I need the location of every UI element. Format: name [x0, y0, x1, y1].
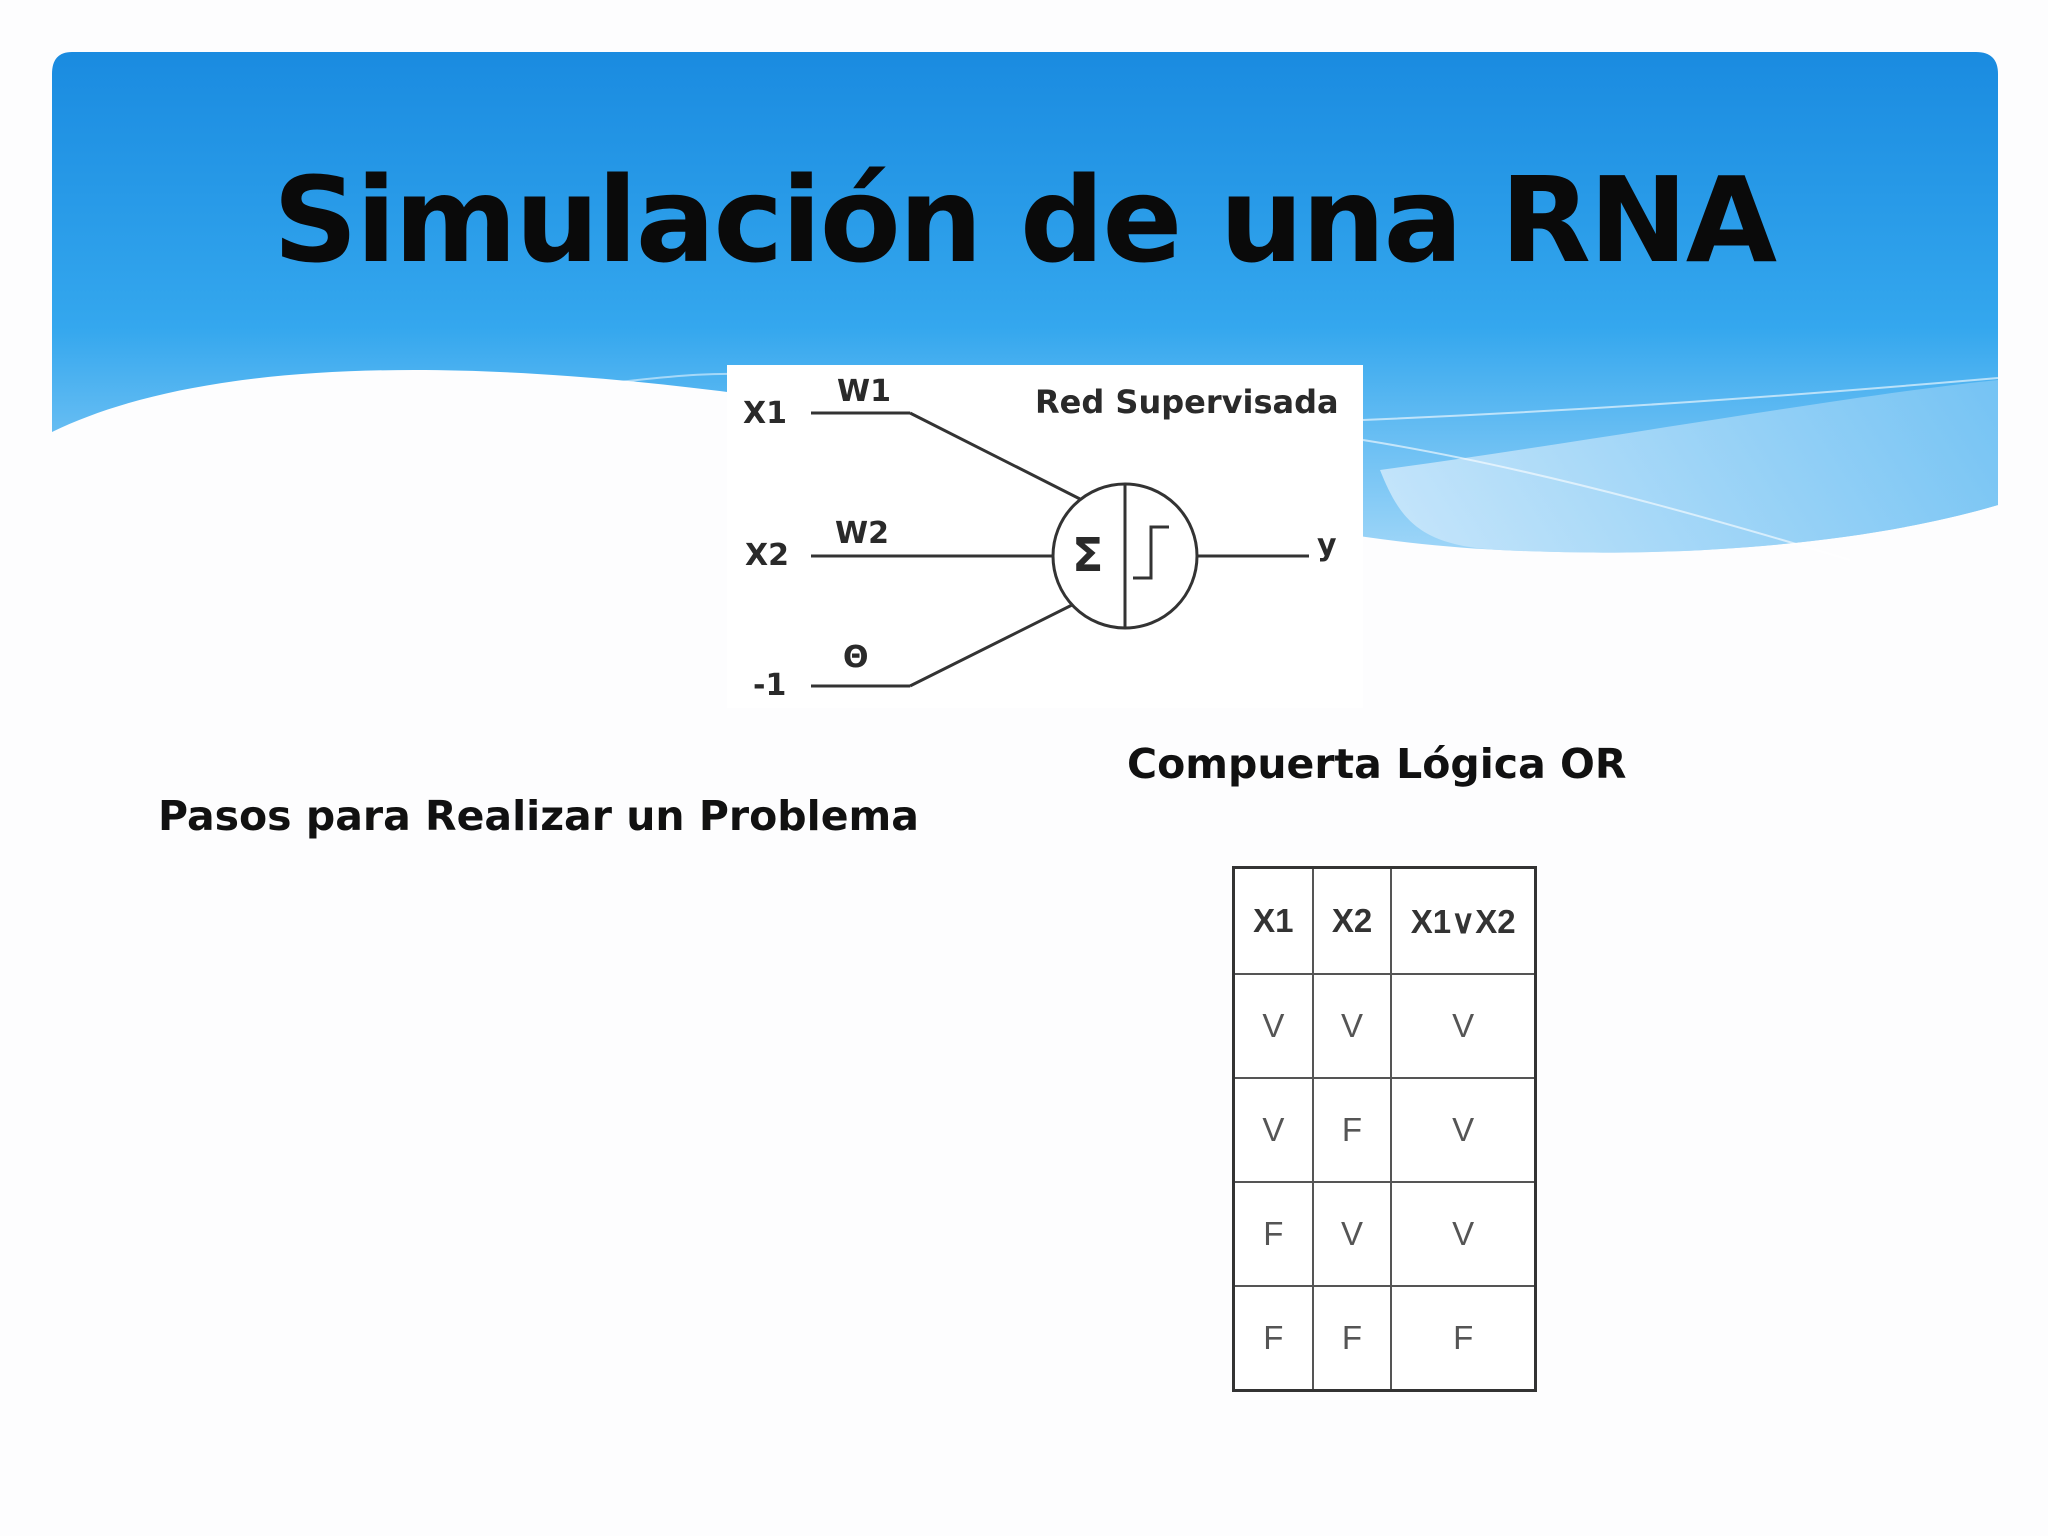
table-cell: F — [1390, 1285, 1537, 1392]
table-row: V F V — [1232, 1077, 1537, 1183]
output-y-label: y — [1317, 528, 1337, 563]
table-row: V V V — [1232, 973, 1537, 1079]
gate-heading: Compuerta Lógica OR — [1127, 740, 1627, 788]
table-row: F V V — [1232, 1181, 1537, 1287]
table-cell: F — [1232, 1181, 1314, 1287]
table-cell: V — [1311, 973, 1393, 1079]
table-cell: F — [1311, 1077, 1393, 1183]
column-header-x1: X1 — [1232, 866, 1314, 975]
table-cell: V — [1232, 973, 1314, 1079]
table-cell: V — [1390, 1181, 1537, 1287]
perceptron-diagram: X1 X2 -1 W1 W2 Θ Σ y Red Supervisada — [727, 365, 1363, 708]
table-cell: V — [1390, 973, 1537, 1079]
summation-symbol: Σ — [1072, 528, 1103, 582]
weight-w1-label: W1 — [837, 374, 891, 409]
steps-heading: Pasos para Realizar un Problema — [158, 792, 919, 840]
slide-title: Simulación de una RNA — [272, 151, 1777, 289]
threshold-theta-label: Θ — [843, 640, 869, 675]
table-header-row: X1 X2 X1∨X2 — [1232, 866, 1537, 975]
table-cell: V — [1232, 1077, 1314, 1183]
column-header-x2: X2 — [1311, 866, 1393, 975]
table-row: F F F — [1232, 1285, 1537, 1392]
table-cell: F — [1311, 1285, 1393, 1392]
diagram-caption: Red Supervisada — [1035, 383, 1339, 421]
table-cell: V — [1390, 1077, 1537, 1183]
table-cell: F — [1232, 1285, 1314, 1392]
input-x2-label: X2 — [745, 538, 789, 573]
or-truth-table: X1 X2 X1∨X2 V V V V F V F V V F — [1232, 866, 1537, 1392]
input-bias-label: -1 — [753, 668, 786, 703]
column-header-or: X1∨X2 — [1390, 866, 1537, 975]
input-x1-label: X1 — [743, 396, 787, 431]
weight-w2-label: W2 — [835, 516, 889, 551]
table-cell: V — [1311, 1181, 1393, 1287]
